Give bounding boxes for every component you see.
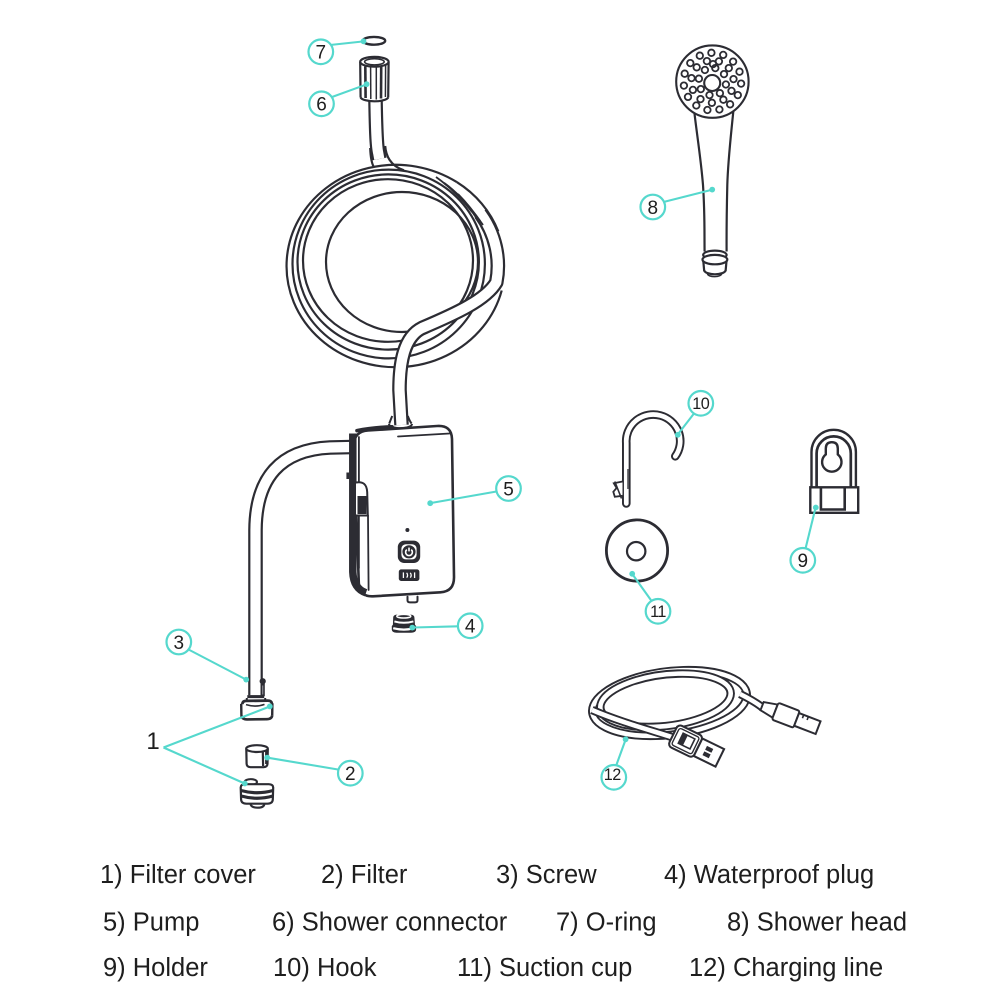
svg-text:10: 10	[692, 395, 710, 413]
svg-text:8: 8	[648, 198, 659, 219]
svg-text:11) Suction cup: 11) Suction cup	[457, 954, 632, 982]
svg-text:7) O-ring: 7) O-ring	[556, 909, 657, 937]
svg-text:10) Hook: 10) Hook	[273, 954, 377, 982]
svg-text:11: 11	[650, 603, 666, 621]
svg-text:1) Filter cover: 1) Filter cover	[100, 861, 256, 889]
svg-text:6) Shower connector: 6) Shower connector	[272, 909, 508, 937]
svg-text:2: 2	[345, 764, 356, 785]
svg-text:3: 3	[174, 633, 185, 654]
svg-text:7: 7	[316, 43, 327, 64]
svg-text:5: 5	[503, 479, 514, 500]
svg-text:3) Screw: 3) Screw	[496, 861, 597, 889]
svg-text:9: 9	[798, 551, 809, 572]
svg-text:9) Holder: 9) Holder	[103, 954, 208, 982]
svg-text:2) Filter: 2) Filter	[321, 861, 408, 889]
svg-text:12) Charging line: 12) Charging line	[689, 954, 883, 982]
svg-text:12: 12	[604, 766, 622, 784]
svg-text:8) Shower head: 8) Shower head	[727, 909, 907, 937]
svg-text:1: 1	[146, 728, 159, 755]
svg-text:4) Waterproof plug: 4) Waterproof plug	[664, 861, 874, 889]
svg-text:5) Pump: 5) Pump	[103, 909, 199, 937]
svg-text:4: 4	[465, 617, 476, 638]
svg-text:6: 6	[316, 95, 327, 116]
